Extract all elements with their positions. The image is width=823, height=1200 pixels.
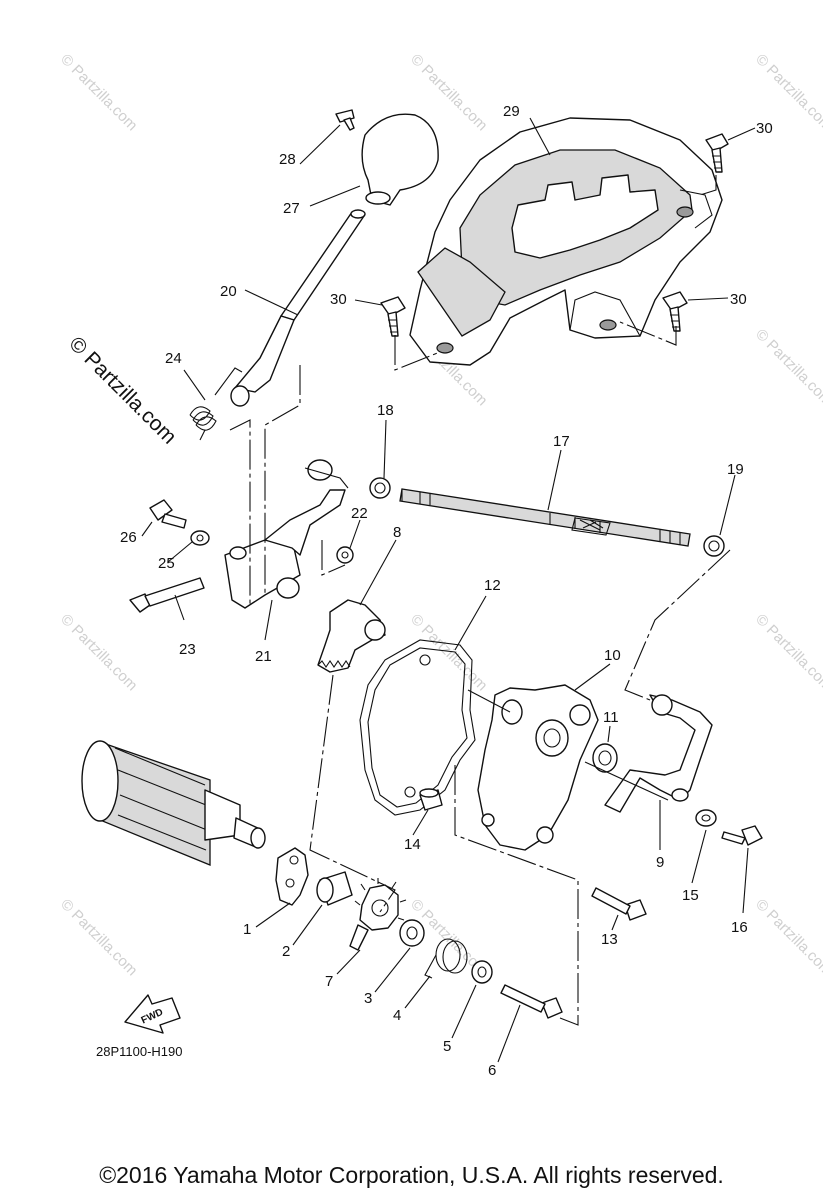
callout-24: 24 <box>165 350 182 367</box>
lever-spring <box>189 367 243 441</box>
shift-drum <box>81 740 266 866</box>
callout-8: 8 <box>393 524 401 541</box>
callout-17: 17 <box>553 433 570 450</box>
shift-gate-cover <box>409 117 723 366</box>
callout-29: 29 <box>503 103 520 120</box>
callout-25: 25 <box>158 555 175 572</box>
shift-lever <box>230 209 366 407</box>
bolt-26 <box>149 499 187 529</box>
watermark-text: © Partzilla.com <box>407 611 490 694</box>
forward-arrow-icon: FWD <box>124 994 181 1034</box>
gasket-12 <box>359 639 476 816</box>
callout-30-left: 30 <box>330 291 347 308</box>
bolt-16 <box>721 825 763 846</box>
callout-28: 28 <box>279 151 296 168</box>
callout-23: 23 <box>179 641 196 658</box>
bolt-23 <box>129 577 205 613</box>
watermark-text: © Partzilla.com <box>57 896 140 979</box>
callout-12: 12 <box>484 577 501 594</box>
segment-1 <box>275 847 309 906</box>
callout-21: 21 <box>255 648 272 665</box>
callout-9: 9 <box>656 854 664 871</box>
callout-11: 11 <box>603 709 619 726</box>
oil-seal-11 <box>592 743 618 773</box>
washer-22 <box>336 546 354 564</box>
watermark-large: © Partzilla.com <box>64 332 180 448</box>
cover-housing-10 <box>477 684 599 851</box>
bolt-30-top <box>705 133 729 173</box>
callout-labels: 1 2 3 4 5 6 7 8 9 10 11 12 13 14 15 16 1… <box>120 103 773 1079</box>
shift-arm-8 <box>317 599 386 673</box>
washer-5 <box>471 960 493 984</box>
shift-knob <box>361 113 439 206</box>
copyright-notice: ©2016 Yamaha Motor Corporation, U.S.A. A… <box>99 1162 724 1188</box>
callout-18: 18 <box>377 402 394 419</box>
washer-3 <box>399 919 425 947</box>
callout-22: 22 <box>351 505 368 522</box>
collar-2 <box>316 871 353 906</box>
bolt-13 <box>591 887 647 921</box>
shift-shaft <box>399 488 691 547</box>
stopper-lever-9 <box>604 694 713 813</box>
callout-30-right: 30 <box>730 291 747 308</box>
callout-30-top: 30 <box>756 120 773 137</box>
diagram-code: 28P1100-H190 <box>96 1044 183 1059</box>
leader-lines <box>141 117 756 1063</box>
washer-15 <box>695 809 717 827</box>
bolt-30-right <box>662 291 688 332</box>
callout-19: 19 <box>727 461 744 478</box>
knob-screw <box>335 109 355 131</box>
callout-16: 16 <box>731 919 748 936</box>
watermark-text: © Partzilla.com <box>752 896 823 979</box>
lever-bracket <box>224 459 349 609</box>
callout-7: 7 <box>325 973 333 990</box>
bolt-6 <box>500 984 563 1019</box>
watermark-text: © Partzilla.com <box>57 611 140 694</box>
bolt-30-left <box>380 296 406 337</box>
watermark-text: © Partzilla.com <box>57 51 140 134</box>
callout-13: 13 <box>601 931 618 948</box>
callout-10: 10 <box>604 647 621 664</box>
callout-5: 5 <box>443 1038 451 1055</box>
callout-6: 6 <box>488 1062 496 1079</box>
callout-3: 3 <box>364 990 372 1007</box>
washer-25 <box>190 530 210 546</box>
callout-15: 15 <box>682 887 699 904</box>
callout-26: 26 <box>120 529 137 546</box>
dowel-pin-14 <box>419 788 443 811</box>
callout-1: 1 <box>243 921 251 938</box>
callout-20: 20 <box>220 283 237 300</box>
shift-guide-7 <box>349 878 407 951</box>
watermark-text: © Partzilla.com <box>752 611 823 694</box>
oil-seal-18 <box>369 477 391 499</box>
oil-seal-19 <box>703 535 725 557</box>
callout-4: 4 <box>393 1007 401 1024</box>
watermark-text: © Partzilla.com <box>752 326 823 409</box>
callout-14: 14 <box>404 836 421 853</box>
callout-27: 27 <box>283 200 300 217</box>
callout-2: 2 <box>282 943 290 960</box>
